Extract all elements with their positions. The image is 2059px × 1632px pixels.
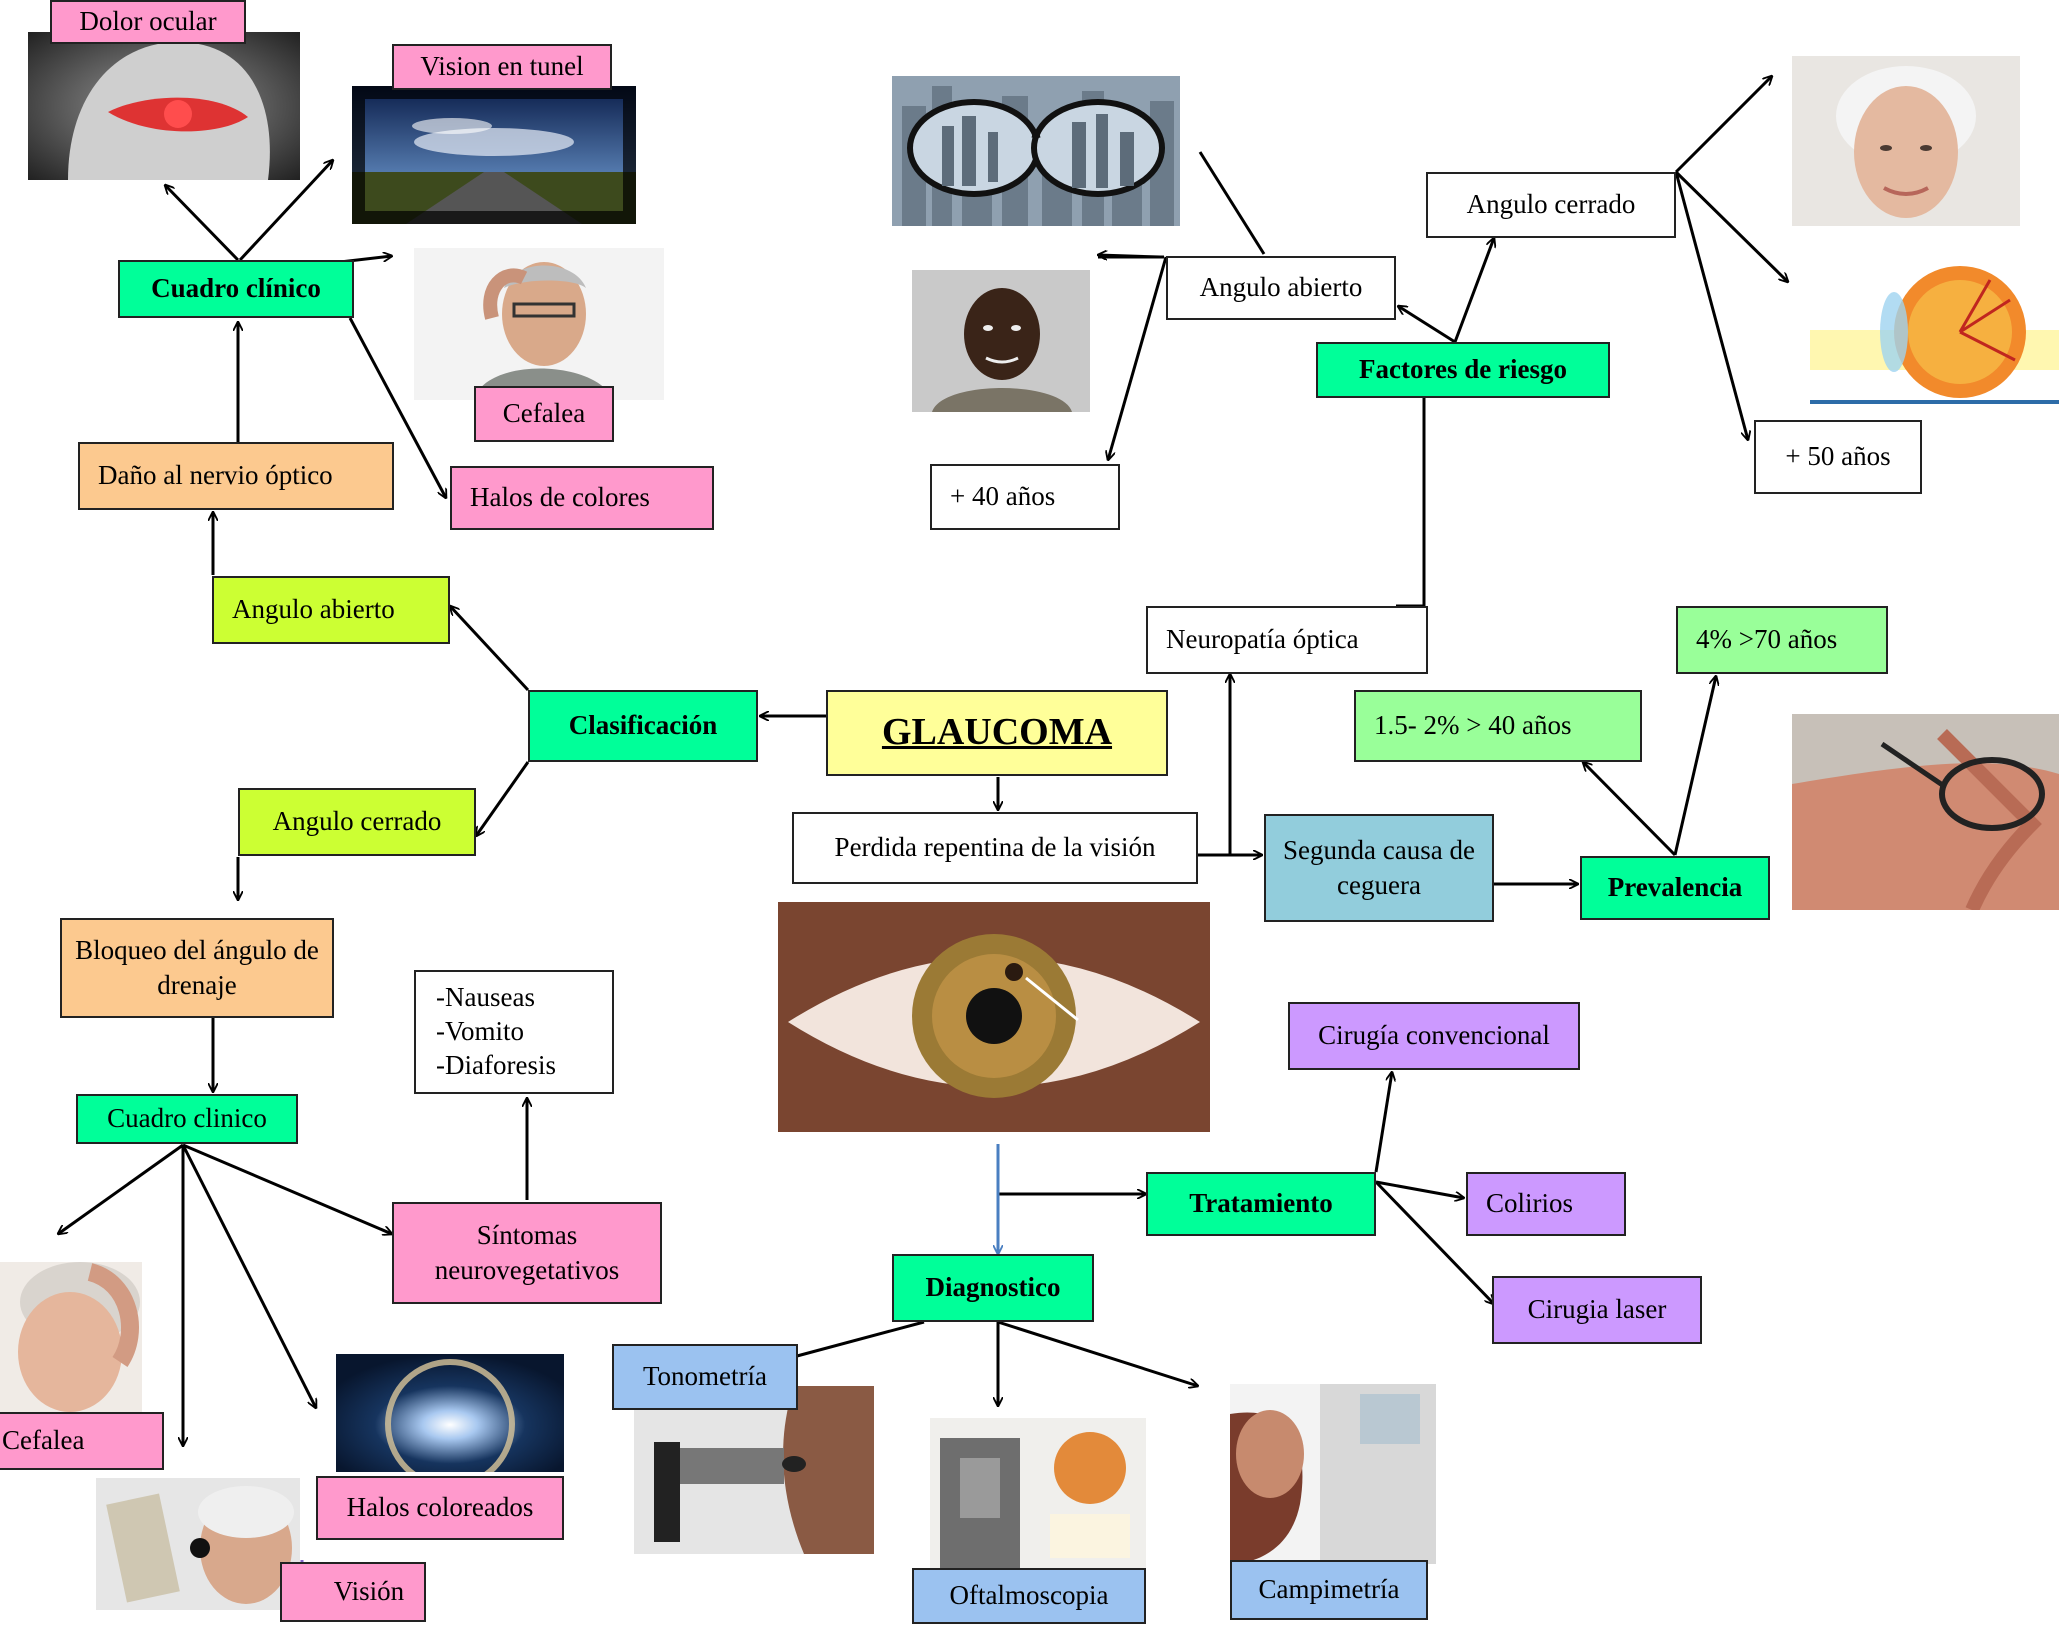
- node-cirugia-laser: Cirugia laser: [1492, 1276, 1702, 1344]
- node-tratamiento: Tratamiento: [1146, 1172, 1376, 1236]
- link-angab-40: [1108, 256, 1168, 460]
- sintoma-vomito: -Vomito: [436, 1016, 525, 1047]
- node-cuadro-clinico-2: Cuadro clinico: [76, 1094, 298, 1144]
- node-oftalmoscopia: Oftalmoscopia: [912, 1568, 1146, 1624]
- link-cuadro1-halos: [348, 317, 446, 498]
- node-cefalea-2: Cefalea: [0, 1412, 164, 1470]
- eye-anatomy-image: [1810, 260, 2059, 410]
- african-man-image: [912, 270, 1090, 412]
- link-clas-angcer: [476, 761, 530, 836]
- node-angulo-abierto-2: Angulo abierto: [1166, 256, 1396, 320]
- node-tonometria: Tonometría: [612, 1344, 798, 1410]
- node-diagnostico: Diagnostico: [892, 1254, 1094, 1322]
- link-trat-circonv: [1374, 1072, 1392, 1173]
- node-prev-40: 1.5- 2% > 40 años: [1354, 690, 1642, 762]
- node-dano-nervio: Daño al nervio óptico: [78, 442, 394, 510]
- elderly-woman-image: [1792, 56, 2020, 226]
- city-glasses-image: [892, 76, 1180, 226]
- node-angulo-cerrado-2: Angulo cerrado: [1426, 172, 1676, 238]
- road-horizon-image: [352, 86, 636, 224]
- eye-pain-head-image: [28, 32, 300, 180]
- link-cuadro2-halos: [181, 1144, 318, 1408]
- eye-closeup-image: [778, 902, 1210, 1132]
- node-dolor-ocular: Dolor ocular: [50, 0, 246, 44]
- link-trat-laser: [1374, 1180, 1494, 1304]
- node-bloqueo: Bloqueo del ángulo de drenaje: [60, 918, 334, 1018]
- tonometer-image: [634, 1386, 874, 1554]
- node-neuropatia: Neuropatía óptica: [1146, 606, 1428, 674]
- node-sintomas-list: -Nauseas -Vomito -Diaforesis: [414, 970, 614, 1094]
- link-prev-40: [1583, 762, 1677, 857]
- node-factores-riesgo: Factores de riesgo: [1316, 342, 1610, 398]
- link-factores-angab: [1398, 306, 1456, 344]
- perimetry-machine-image: [1230, 1384, 1436, 1564]
- link-diag-tono: [796, 1320, 925, 1358]
- link-neuro-factores: [1396, 394, 1426, 608]
- node-colirios: Colirios: [1466, 1172, 1626, 1236]
- node-cuadro-clinico-1: Cuadro clínico: [118, 260, 354, 318]
- link-cuadro1-dolor: [165, 185, 240, 262]
- node-prev-70: 4% >70 años: [1676, 606, 1888, 674]
- link-angab-city: [1198, 151, 1266, 255]
- node-glaucoma: GLAUCOMA: [826, 690, 1168, 776]
- node-cefalea-1: Cefalea: [474, 386, 614, 442]
- node-mas-40: + 40 años: [930, 464, 1120, 530]
- node-mas-50: + 50 años: [1754, 420, 1922, 494]
- headache-man-image: [414, 248, 664, 400]
- sintoma-diaforesis: -Diaforesis: [436, 1049, 556, 1080]
- link-diag-campi: [997, 1320, 1198, 1386]
- node-perdida: Perdida repentina de la visión: [792, 812, 1198, 884]
- link-cuadro2-sintomas: [182, 1143, 392, 1234]
- node-angulo-abierto-1: Angulo abierto: [212, 576, 450, 644]
- node-clasificacion: Clasificación: [528, 690, 758, 762]
- link-factores-angcer: [1453, 238, 1494, 343]
- node-campimetria: Campimetría: [1230, 1560, 1428, 1620]
- halo-light-image: [336, 1354, 564, 1472]
- link-cuadro1-vision: [238, 160, 333, 262]
- link-cuadro2-cefalea: [58, 1143, 184, 1234]
- node-sintomas-neurovegetativos: Síntomas neurovegetativos: [392, 1202, 662, 1304]
- link-trat-colirios: [1375, 1180, 1464, 1198]
- link-angcer-woman: [1674, 76, 1772, 174]
- reading-elderly-image: [96, 1478, 300, 1610]
- node-halos-coloreados: Halos coloreados: [316, 1476, 564, 1540]
- link-prev-70: [1673, 676, 1716, 856]
- node-vision: Visión: [280, 1562, 426, 1622]
- node-vision-tunel: Vision en tunel: [392, 44, 612, 90]
- node-angulo-cerrado-1: Angulo cerrado: [238, 788, 476, 856]
- node-prevalencia: Prevalencia: [1580, 856, 1770, 920]
- link-angcer-50: [1674, 171, 1748, 440]
- sintoma-nauseas: -Nauseas: [436, 982, 535, 1013]
- headache-woman-image: [0, 1262, 142, 1412]
- ophthalmoscope-image: [930, 1418, 1146, 1568]
- node-segunda-causa: Segunda causa de ceguera: [1264, 814, 1494, 922]
- link-angab-man-arrow: [1098, 255, 1161, 257]
- link-angcer-eye: [1674, 170, 1788, 282]
- elderly-man-glasses-image: [1792, 714, 2059, 910]
- node-halos-colores: Halos de colores: [450, 466, 714, 530]
- node-cirugia-convencional: Cirugía convencional: [1288, 1002, 1580, 1070]
- link-clas-angab: [450, 606, 530, 692]
